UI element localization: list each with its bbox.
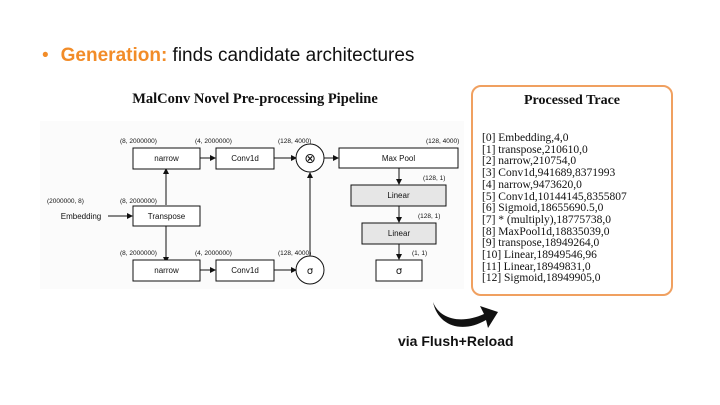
trace-entry: [7] * (multiply),18775738,0 (482, 213, 612, 226)
shape-transpose-out: (8, 2000000) (120, 198, 157, 205)
node-conv-top: Conv1d (231, 154, 259, 163)
shape-sigma-bottom-out: (128, 4000) (278, 250, 311, 257)
processed-trace-box: Processed Trace [0] Embedding,4,0 [1] tr… (471, 85, 673, 296)
trace-entry: [9] transpose,18949264,0 (482, 237, 600, 250)
shape-mult-top-in: (128, 4000) (278, 138, 311, 145)
trace-title: Processed Trace (523, 93, 621, 108)
diagram-edges (108, 155, 402, 273)
trace-entry: [11] Linear,18949831,0 (482, 260, 591, 273)
pipeline-title: MalConv Novel Pre-processing Pipeline (132, 91, 378, 107)
trace-entry: [6] Sigmoid,18655690.5,0 (482, 202, 604, 215)
slide-bullet: • Generation: finds candidate architectur… (42, 45, 414, 67)
node-conv-bottom: Conv1d (231, 266, 259, 275)
node-linear1-box (350, 184, 447, 207)
via-flush-reload-label: via Flush+Reload (398, 333, 514, 349)
node-mult: ⊗ (304, 151, 316, 167)
node-linear1: Linear (387, 191, 410, 200)
node-narrow-bottom-box (132, 259, 201, 282)
bullet-text: finds candidate architectures (167, 45, 415, 66)
shape-conv-top-in: (4, 2000000) (195, 138, 232, 145)
shape-sigma-right-in: (1, 1) (412, 250, 427, 257)
node-sigma-right: σ (396, 266, 403, 277)
node-conv-top-box (215, 147, 275, 170)
node-transpose-box (132, 205, 201, 227)
flush-reload-arrow-icon (433, 302, 498, 328)
bullet-dot: • (42, 45, 49, 66)
node-conv-bottom-box (215, 259, 275, 282)
trace-entry: [2] narrow,210754,0 (482, 155, 577, 168)
node-narrow-top-box (132, 147, 201, 170)
shape-narrow-top-in: (8, 2000000) (120, 138, 157, 145)
trace-entry: [10] Linear,18949546,96 (482, 249, 597, 262)
node-narrow-top: narrow (154, 154, 179, 163)
node-linear2-box (361, 222, 437, 245)
shape-conv-bottom-in: (4, 2000000) (195, 250, 232, 257)
trace-list: [0] Embedding,4,0 [1] transpose,210610,0… (482, 132, 627, 285)
node-maxpool: Max Pool (382, 154, 416, 163)
trace-entry: [5] Conv1d,10144145,8355807 (482, 190, 627, 203)
trace-entry: [4] narrow,9473620,0 (482, 178, 582, 191)
trace-entry: [8] MaxPool1d,18835039,0 (482, 225, 610, 238)
trace-entry: [0] Embedding,4,0 (482, 132, 569, 144)
shape-linear1-in: (128, 1) (423, 175, 445, 182)
trace-entry: [12] Sigmoid,18949905,0 (482, 272, 601, 285)
node-sigma-right-box (375, 259, 423, 282)
node-linear2: Linear (388, 229, 411, 238)
node-mult-circle (295, 143, 325, 173)
node-embedding: Embedding (61, 212, 101, 221)
trace-entry: [3] Conv1d,941689,8371993 (482, 167, 616, 180)
node-sigma-bottom-circle (295, 255, 325, 285)
node-sigma-bottom: σ (307, 266, 314, 277)
bullet-keyword: Generation: (60, 45, 168, 66)
shape-input: (2000000, 8) (47, 198, 84, 205)
node-transpose: Transpose (148, 212, 186, 221)
trace-entry: [1] transpose,210610,0 (482, 143, 588, 156)
shape-narrow-bottom-in: (8, 2000000) (120, 250, 157, 257)
node-narrow-bottom: narrow (154, 266, 179, 275)
shape-linear2-in: (128, 1) (418, 213, 440, 220)
node-maxpool-box (338, 147, 459, 169)
shape-maxpool-in: (128, 4000) (426, 138, 459, 145)
